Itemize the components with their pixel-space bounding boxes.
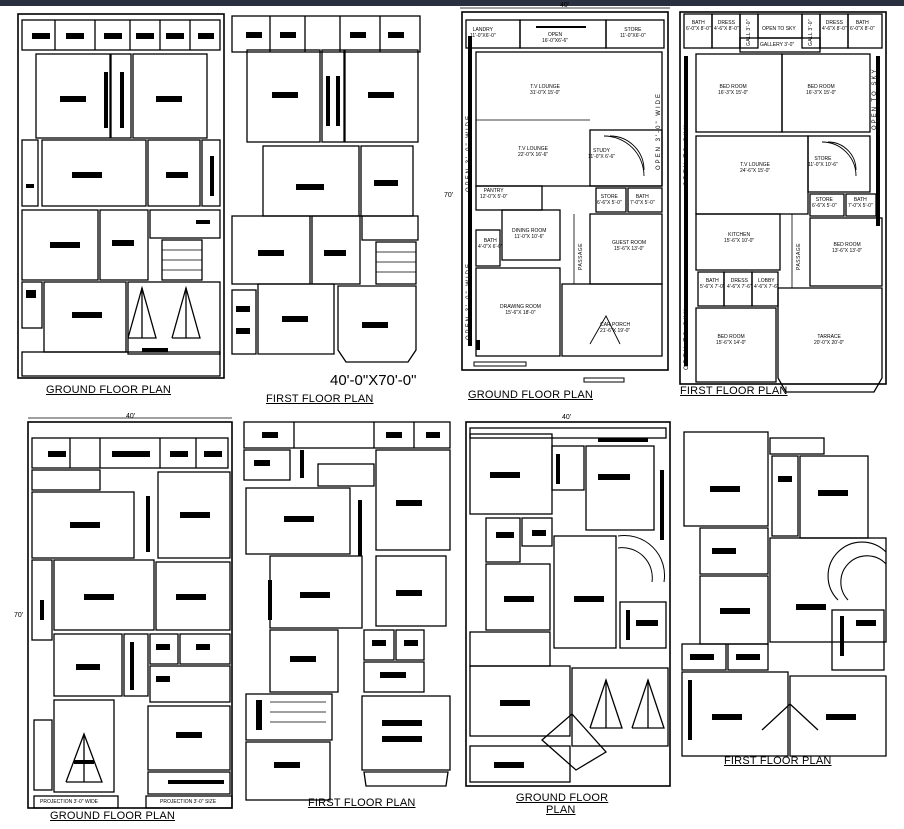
plan-7-title-line1: GROUND FLOOR (516, 792, 609, 804)
plan-5-title: GROUND FLOOR PLAN (50, 810, 176, 822)
side-label-open-to-sky-right: OPEN TO SKY (872, 67, 878, 130)
room-label: GALLERY 3'-0" (760, 42, 795, 48)
projection-label-left: PROJECTION 3'-0" WIDE (40, 799, 99, 805)
plan-1-title: GROUND FLOOR PLAN (46, 384, 172, 396)
gallery-label: GALL 3'-0" (808, 19, 814, 46)
plan-1-ground-floor (17, 13, 225, 379)
room-label: OPEN TO SKY (762, 26, 796, 32)
plan-3-title: GROUND FLOOR PLAN (468, 389, 594, 401)
plan-6-title: FIRST FLOOR PLAN (308, 797, 416, 809)
dimension-depth-b: 70' (14, 612, 24, 619)
furniture-blocks (26, 26, 880, 784)
side-label-open-to-sky-left2: OPEN TO SKY (684, 307, 690, 370)
plan-4-first-floor (679, 11, 887, 393)
top-window-bar (0, 0, 904, 6)
plan-2-first-floor (231, 15, 421, 363)
plan-5-ground-floor (27, 417, 233, 809)
plan-7-ground-floor (465, 421, 671, 787)
side-label-open-to-sky-left: OPEN TO SKY (684, 123, 690, 186)
plan-7-title-line2: PLAN (546, 804, 576, 816)
passage-label: PASSAGE (796, 242, 802, 270)
plan-8-title: FIRST FLOOR PLAN (724, 755, 832, 767)
side-label-open-wide-right: OPEN 3'-0" WIDE (656, 92, 662, 170)
side-label-open-wide-left: OPEN 3'-0" WIDE (466, 114, 472, 192)
passage-label: PASSAGE (578, 242, 584, 270)
plan-2-title: FIRST FLOOR PLAN (266, 393, 374, 405)
plan-4-title: FIRST FLOOR PLAN (680, 385, 788, 397)
plan-8-first-floor (681, 431, 887, 757)
projection-label-right: PROJECTION 3'-0" SIZE (160, 799, 217, 805)
side-label-open-wide-left2: OPEN 3'-0" WIDE (466, 262, 472, 340)
plan-6-first-floor (243, 421, 451, 801)
plan-3-ground-floor (460, 7, 670, 383)
dimension-width-b: 40' (126, 413, 136, 420)
main-dimension-title: 40'-0"X70'-0" (330, 372, 417, 389)
gallery-label: GALL 3'-0" (746, 19, 752, 46)
dimension-depth: 70' (444, 192, 454, 199)
dimension-width: 40' (560, 2, 570, 9)
dimension-width-c: 40' (562, 414, 572, 421)
